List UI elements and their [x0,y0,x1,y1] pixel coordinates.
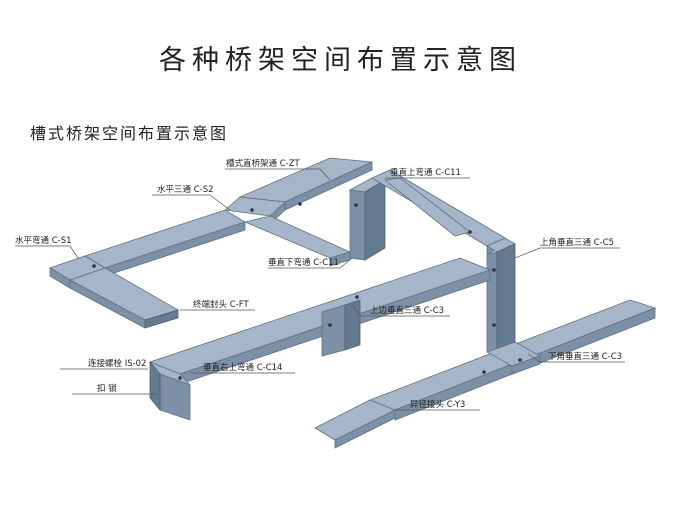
bottom-tray-run [314,299,657,449]
label-horizontal-elbow: 水平弯通 C-S1 [15,235,72,246]
label-connection-bolt: 连接螺栓 IS-02 [88,358,147,369]
label-horizontal-tee: 水平三通 C-S2 [157,184,214,195]
lower-tray-run [148,257,492,421]
label-lower-vertical-tee: 下角垂直三通 C-C3 [548,351,622,362]
label-vertical-up-elbow: 垂直上弯通 C-C11 [390,167,461,178]
label-lock: 扣 锁 [97,383,117,394]
leader-lines [15,168,625,411]
label-upper-vertical-tee: 上角垂直三通 C-C5 [540,237,614,248]
vertical-riser [486,237,516,353]
page-title: 各种桥架空间布置示意图 [159,45,522,76]
label-straight-tray: 槽式直桥架通 C-ZT [226,158,301,169]
label-end-cap: 终端封头 C-FT [193,299,249,310]
diagram-subtitle: 槽式桥架空间布置示意图 [30,124,229,143]
label-vertical-down-elbow: 垂直下弯通 C-C11 [268,257,339,268]
connection-bolts [92,202,522,380]
vertical-elbows [348,169,506,261]
label-upper-edge-vertical-tee: 上边垂直三通 C-C3 [370,305,444,316]
label-reducer: 异径接头 C-Y3 [410,399,465,410]
upper-tray-run [49,157,374,329]
label-vertical-right-up-elbow: 垂直右上弯通 C-C14 [203,362,282,373]
